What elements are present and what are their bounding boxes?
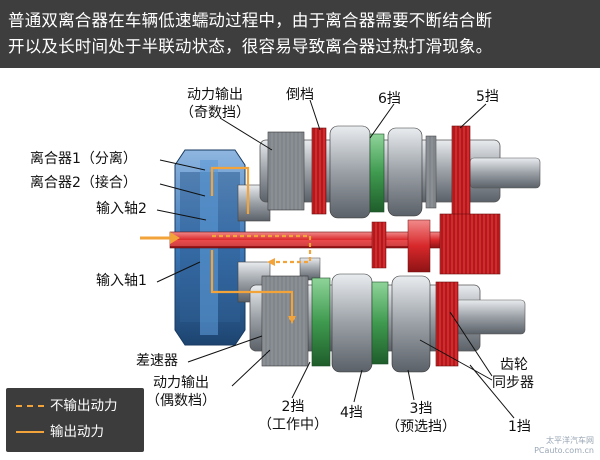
legend-label-output: 输出动力 [50,424,104,440]
label-power-output-even: 动力输出 （偶数档） [146,374,216,410]
power-flow-path [210,166,312,324]
label-gear-4: 4挡 [340,405,363,421]
label-gear-5: 5挡 [476,89,499,105]
leader-lines [156,99,515,419]
legend-label-not-output: 不输出动力 [50,398,118,414]
label-clutch-2: 离合器2（接合） [30,175,137,191]
label-gear-3: 3挡 （预选挡） [386,400,456,436]
label-gear-6: 6挡 [378,91,401,107]
legend: 不输出动力 输出动力 [6,388,144,452]
label-gear-1: 1挡 [508,419,531,435]
lower-countershaft [249,273,526,373]
input-shafts [169,213,501,281]
caption-line-1: 普通双离合器在车辆低速蠕动过程中，由于离合器需要不断结合断 [8,11,493,30]
label-gear-synchronizer-line1: 齿轮 [500,357,528,373]
label-gear-2: 2挡 （工作中） [258,398,328,434]
label-gear-synchronizer-line2: 同步器 [492,375,534,391]
label-gear-3-line2: （预选挡） [386,419,456,435]
watermark-line1: 太平洋汽车网 [546,436,594,445]
label-gear-2-line2: （工作中） [258,417,328,433]
label-input-shaft-2: 输入轴2 [96,201,147,217]
label-power-output-odd-line2: （奇数挡） [180,105,250,121]
watermark-line2: PCauto.com.cn [534,446,594,455]
label-power-output-even-line2: （偶数档） [146,393,216,409]
label-gear-synchronizer: 齿轮 同步器 [492,356,534,392]
label-gear-2-line1: 2挡 [281,399,305,415]
input-arrow-head [170,232,180,244]
upper-countershaft [259,125,541,219]
label-gear-3-line1: 3挡 [409,401,433,417]
caption-line-2: 开以及长时间处于半联动状态，很容易导致离合器过热打滑现象。 [8,37,493,56]
legend-dashed-line [16,405,44,407]
label-power-output-even-line1: 动力输出 [153,375,209,391]
label-reverse-gear: 倒档 [286,87,314,103]
label-differential: 差速器 [136,353,178,369]
label-power-output-odd: 动力输出 （奇数挡） [180,86,250,122]
caption-banner: 普通双离合器在车辆低速蠕动过程中，由于离合器需要不断结合断 开以及长时间处于半联… [0,0,600,68]
label-input-shaft-1: 输入轴1 [96,273,147,289]
watermark: 太平洋汽车网 PCauto.com.cn [534,436,594,456]
label-power-output-odd-line1: 动力输出 [187,87,243,103]
legend-solid-line [16,431,44,433]
label-clutch-1: 离合器1（分离） [30,151,137,167]
